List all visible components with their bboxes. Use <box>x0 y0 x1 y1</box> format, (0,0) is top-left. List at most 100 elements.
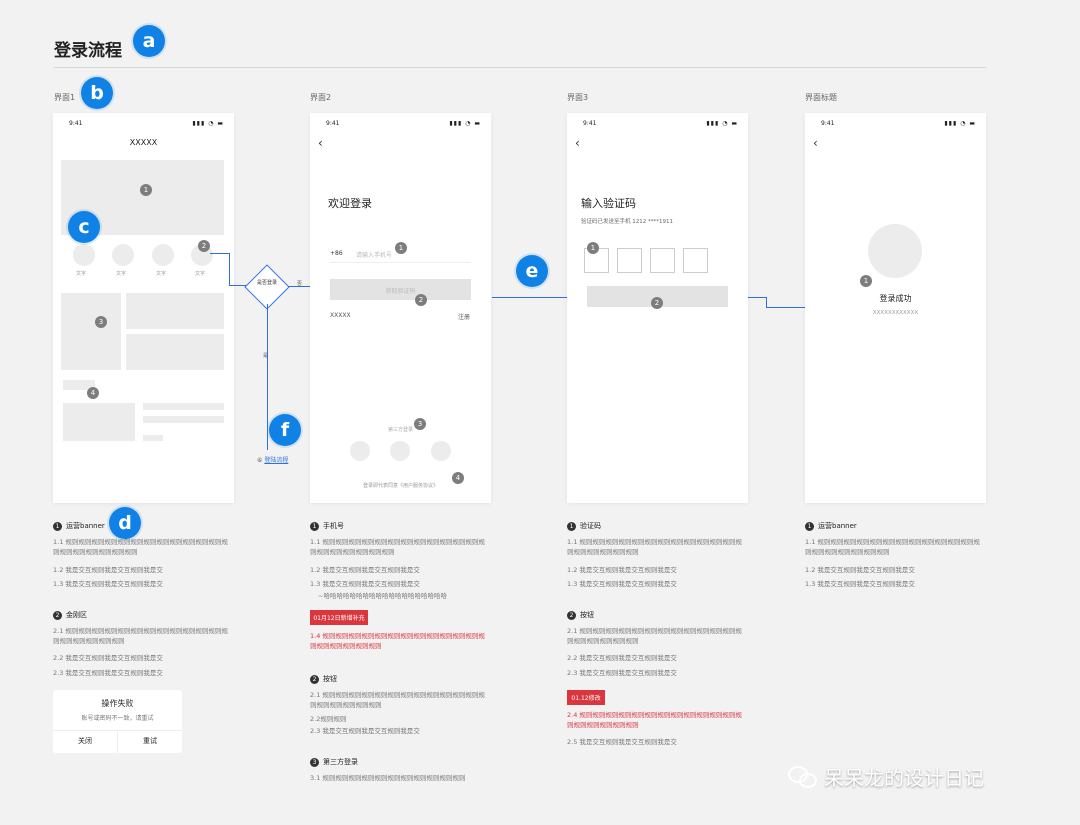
flow-link-row: ⑥ 登陆流程 <box>257 455 288 464</box>
code-box-2[interactable] <box>617 248 642 273</box>
signal-wifi-battery-icon: ▮▮▮ ◔ ▬ <box>944 120 976 127</box>
content-block-top[interactable] <box>126 293 224 329</box>
register-link[interactable]: 注册 <box>458 314 471 321</box>
content-block-bottom[interactable] <box>126 334 224 370</box>
connector-line <box>766 307 805 308</box>
alt-login-link[interactable]: XXXXX <box>330 312 351 319</box>
note-text: 2.3 我是交互规则我是交互规则我是交 <box>310 727 420 735</box>
title-divider <box>54 67 986 68</box>
watermark: 呆呆龙的设计日记 <box>788 762 984 791</box>
note-text: 2.1 规则规则规则规则规则规则规则规则规则规则规则规则规则规则规则规则规则规则 <box>567 627 742 645</box>
note-text: 2.5 我是交互规则我是交互规则我是交 <box>567 738 677 746</box>
content-block-large[interactable] <box>61 293 121 370</box>
status-bar: 9:41 ▮▮▮ ◔ ▬ <box>310 120 491 130</box>
number-dot-icon: 1 <box>567 521 576 531</box>
note-text: 1.2 我是交互规则我是交互规则我是交 <box>310 566 420 574</box>
note-text: 1.1 规则规则规则规则规则规则规则规则规则规则规则规则规则规则规则规则规则规则… <box>53 538 228 556</box>
annotation-badge-b: b <box>81 77 113 109</box>
status-bar: 9:41 ▮▮▮ ◔ ▬ <box>53 120 234 130</box>
watermark-text: 呆呆龙的设计日记 <box>824 766 984 790</box>
list-line-2 <box>143 416 224 423</box>
status-time: 9:41 <box>821 120 835 127</box>
marker-1: 1 <box>395 242 407 254</box>
note-text: 2.1 规则规则规则规则规则规则规则规则规则规则规则规则规则规则规则规则规则规则 <box>53 627 228 645</box>
connector-line <box>229 285 246 286</box>
marker-4: 4 <box>87 387 99 399</box>
decision-diamond <box>244 264 290 310</box>
note-heading: 1 验证码 <box>567 521 601 531</box>
dialog-close-button[interactable]: 关闭 <box>78 737 92 745</box>
phone-screen-1: 9:41 ▮▮▮ ◔ ▬ XXXXX 1 文字 文字 文字 文字 2 3 4 <box>53 113 234 503</box>
get-code-button[interactable] <box>330 279 471 300</box>
number-dot-icon: 3 <box>310 757 319 767</box>
code-box-4[interactable] <box>683 248 708 273</box>
note-text: 1.2 我是交互规则我是交互规则我是交 <box>53 566 163 574</box>
verify-button[interactable] <box>587 286 728 307</box>
annotation-badge-f: f <box>269 414 301 446</box>
connector-line <box>267 304 268 450</box>
grid-icon-2[interactable] <box>112 244 134 266</box>
dialog-divider <box>117 730 118 753</box>
note-text: 2.3 我是交互规则我是交互规则我是交 <box>53 669 163 677</box>
back-arrow-icon[interactable]: ‹ <box>575 136 580 150</box>
grid-icon-1[interactable] <box>73 244 95 266</box>
note-text-changed: 2.4 规则规则规则规则规则规则规则规则规则规则规则规则规则规则规则规则规则规则 <box>567 711 742 729</box>
flow-link-prefix: ⑥ <box>257 457 263 464</box>
screen-label-2: 界面2 <box>310 93 332 102</box>
signal-wifi-battery-icon: ▮▮▮ ◔ ▬ <box>706 120 738 127</box>
note-heading: 3 第三方登录 <box>310 757 358 767</box>
third-party-icon-1[interactable] <box>350 441 370 461</box>
agreement-text[interactable]: 登录即代表同意《用户服务协议》 <box>362 483 438 489</box>
screen-label-1: 界面1 <box>54 93 76 102</box>
note-text: 1.3 我是交互规则我是交互规则我是交 <box>310 580 420 588</box>
note-text: 1.3 我是交互规则我是交互规则我是交 <box>805 580 915 588</box>
flow-branch-label: 是 <box>263 353 269 359</box>
signal-wifi-battery-icon: ▮▮▮ ◔ ▬ <box>449 120 481 127</box>
marker-1: 1 <box>860 275 872 287</box>
note-text: 3.1 规则规则规则规则规则规则规则规则规则规则规则 <box>310 774 466 782</box>
marker-2: 2 <box>415 294 427 306</box>
third-party-icon-2[interactable] <box>390 441 410 461</box>
code-sent-text: 验证码已发送至手机 1212 ****1911 <box>581 219 673 225</box>
note-text: 2.3 我是交互规则我是交互规则我是交 <box>567 669 677 677</box>
annotation-badge-d: d <box>109 507 141 539</box>
screen-label-4: 界面标题 <box>805 93 837 102</box>
note-heading-text: 验证码 <box>580 522 601 530</box>
number-dot-icon: 1 <box>53 521 62 531</box>
grid-icon-3[interactable] <box>152 244 174 266</box>
code-box-3[interactable] <box>650 248 675 273</box>
connector-line <box>492 297 567 298</box>
note-text: 2.2 我是交互规则我是交互规则我是交 <box>567 654 677 662</box>
marker-1: 1 <box>587 242 599 254</box>
marker-4: 4 <box>452 472 464 484</box>
change-tag: 01月12日新增补充 <box>310 610 368 625</box>
success-title: 登录成功 <box>879 294 912 303</box>
grid-label-4: 文字 <box>195 271 206 277</box>
note-heading-text: 第三方登录 <box>323 758 358 766</box>
list-thumb-placeholder[interactable] <box>63 403 135 441</box>
third-party-icon-3[interactable] <box>431 441 451 461</box>
list-line-1 <box>143 403 224 410</box>
connector-line <box>766 297 767 307</box>
note-text: ~哈哈哈哈哈哈哈哈哈哈哈哈哈哈哈哈哈哈哈 <box>318 592 447 600</box>
marker-2: 2 <box>651 297 663 309</box>
screen1-header: XXXXX <box>129 138 158 147</box>
note-text: 2.2 我是交互规则我是交互规则我是交 <box>53 654 163 662</box>
dialog-title: 操作失败 <box>101 699 134 708</box>
marker-2: 2 <box>198 240 210 252</box>
note-heading-text: 运营banner <box>818 522 857 530</box>
back-arrow-icon[interactable]: ‹ <box>318 136 323 150</box>
note-text: 1.1 规则规则规则规则规则规则规则规则规则规则规则规则规则规则规则规则规则规则… <box>805 538 980 556</box>
list-title-placeholder <box>63 380 95 390</box>
dialog-retry-button[interactable]: 重试 <box>143 737 157 745</box>
decision-label: 是否登录 <box>256 280 277 286</box>
phone-input[interactable]: 请输入手机号 <box>356 252 393 259</box>
back-arrow-icon[interactable]: ‹ <box>813 136 818 150</box>
flow-link[interactable]: 登陆流程 <box>264 457 289 464</box>
annotation-badge-c: c <box>68 211 100 243</box>
country-code[interactable]: +86 <box>330 250 343 257</box>
note-text: 2.1 规则规则规则规则规则规则规则规则规则规则规则规则规则规则规则规则规则规则 <box>310 691 485 709</box>
note-text: 1.1 规则规则规则规则规则规则规则规则规则规则规则规则规则规则规则规则规则规则… <box>310 538 485 556</box>
